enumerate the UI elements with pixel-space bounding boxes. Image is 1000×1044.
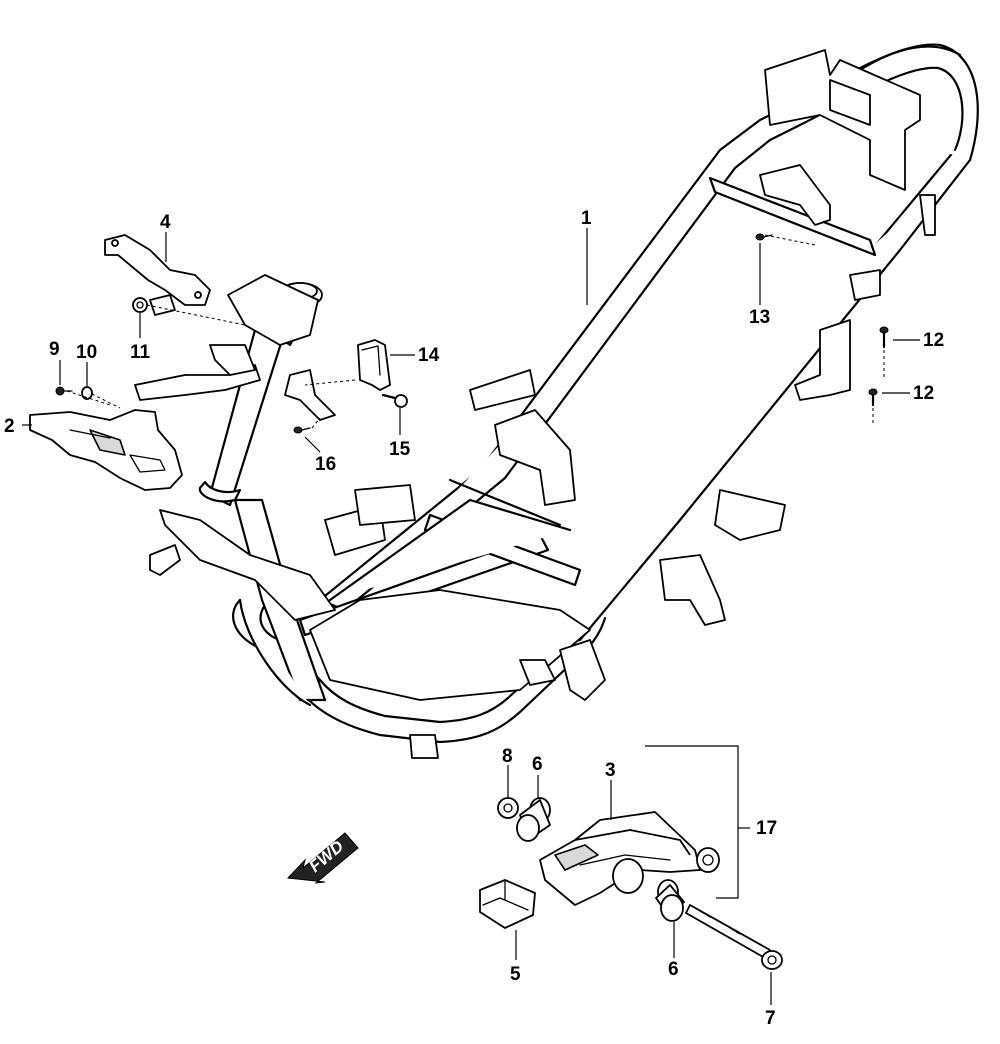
screw-16 — [293, 426, 311, 434]
callout-1: 1 — [581, 208, 592, 229]
callout-2: 2 — [4, 416, 15, 437]
bolt-12-upper — [879, 326, 889, 349]
bushing-upper — [516, 797, 551, 842]
engine-hanger-assembly — [539, 811, 720, 906]
nut-8 — [497, 797, 519, 819]
callout-14: 14 — [418, 345, 440, 366]
callout-7: 7 — [765, 1008, 776, 1029]
callout-4: 4 — [160, 212, 171, 233]
clamp-14 — [357, 339, 391, 391]
washer-10 — [81, 386, 93, 400]
callout-16: 16 — [315, 454, 336, 475]
callout-5: 5 — [510, 964, 521, 985]
main-frame — [134, 43, 979, 759]
alignment-lines — [66, 234, 885, 429]
part-4-bracket — [104, 234, 211, 316]
screw-13 — [755, 233, 773, 241]
leader-lines — [22, 228, 920, 1005]
callout-11: 11 — [130, 342, 151, 363]
callout-15: 15 — [389, 439, 411, 460]
callout-12-upper: 12 — [923, 330, 944, 351]
callout-13: 13 — [749, 307, 770, 328]
rubber-block-5 — [479, 879, 536, 929]
bolt-12-lower — [868, 388, 878, 407]
bolt-15 — [381, 393, 408, 408]
screw-9 — [55, 386, 73, 396]
fwd-direction-arrow: FWD — [286, 832, 359, 884]
callout-6-upper: 6 — [532, 754, 543, 775]
callout-3: 3 — [605, 760, 616, 781]
callout-17: 17 — [756, 818, 777, 839]
bushing-lower — [655, 879, 685, 922]
callout-6-lower: 6 — [668, 959, 679, 980]
callout-9: 9 — [49, 339, 60, 360]
callout-labels: 1 2 3 4 5 6 6 7 8 9 10 11 12 12 13 14 15… — [4, 208, 944, 1029]
part-2-cover — [29, 409, 183, 491]
callout-12-lower: 12 — [913, 383, 934, 404]
bolt-7 — [685, 904, 783, 970]
callout-10: 10 — [76, 342, 97, 363]
nut-11 — [132, 297, 148, 313]
callout-8: 8 — [502, 746, 513, 767]
